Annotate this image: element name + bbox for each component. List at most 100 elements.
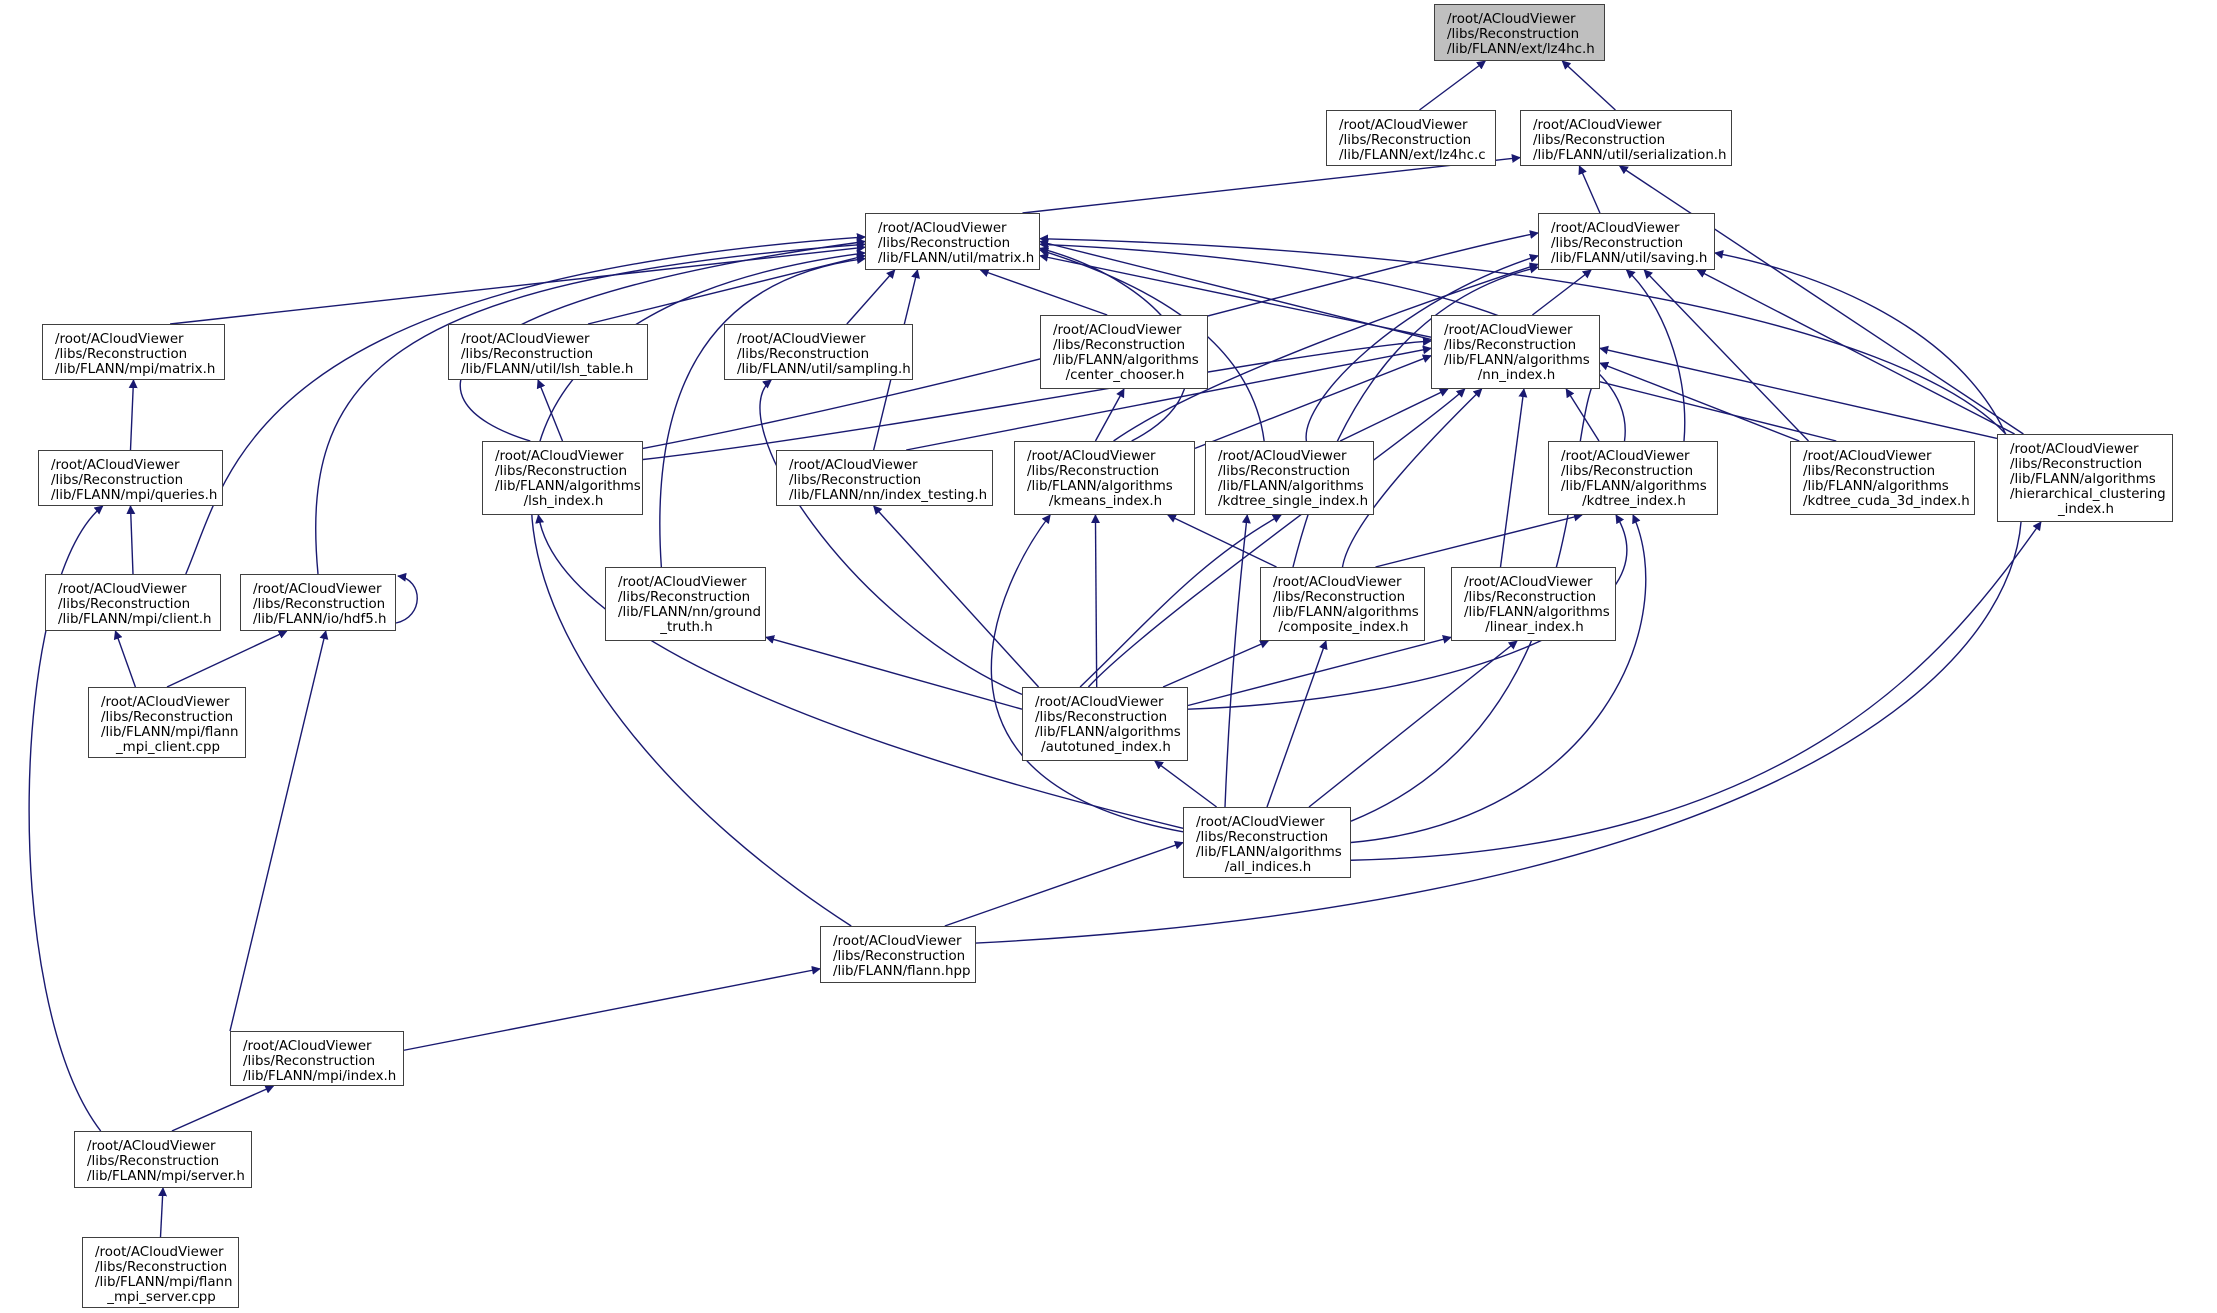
graph-node-flann-hpp[interactable]: /root/ACloudViewer/libs/Reconstruction/l…: [820, 926, 976, 983]
graph-node-kdtree-index-h[interactable]: /root/ACloudViewer/libs/Reconstruction/l…: [1548, 441, 1718, 515]
node-label-line: /lib/FLANN/nn/index_testing.h: [789, 488, 988, 503]
edge-flann-mpi-server-cpp-to-mpi-server-h: [158, 1187, 168, 1238]
node-label-line: /libs/Reconstruction: [51, 473, 184, 488]
graph-node-kdtree-single-index-h[interactable]: /root/ACloudViewer/libs/Reconstruction/l…: [1205, 441, 1374, 515]
node-label-line: /lib/FLANN/mpi/flann: [101, 725, 239, 740]
edge-flann-hpp-to-saving-h: [975, 250, 2023, 944]
edge-autotuned-index-h-to-index-testing-h: [873, 505, 1040, 688]
edge-kdtree-index-h-to-nn-index-h: [1565, 388, 1600, 442]
node-label-line: /root/ACloudViewer: [87, 1139, 216, 1154]
graph-node-index-testing-h[interactable]: /root/ACloudViewer/libs/Reconstruction/l…: [776, 450, 993, 506]
node-label-line: /root/ACloudViewer: [58, 582, 187, 597]
node-label-line: /libs/Reconstruction: [58, 597, 191, 612]
graph-node-center-chooser-h[interactable]: /root/ACloudViewer/libs/Reconstruction/l…: [1040, 315, 1208, 389]
graph-node-lz4hc-h[interactable]: /root/ACloudViewer/libs/Reconstruction/l…: [1434, 4, 1605, 61]
edge-all-indices-h-to-autotuned-index-h: [1154, 760, 1218, 808]
graph-node-lsh-index-h[interactable]: /root/ACloudViewer/libs/Reconstruction/l…: [482, 441, 643, 515]
edge-autotuned-index-h-to-kdtree-single-index-h: [1079, 514, 1282, 688]
edge-lsh-table-h-to-util-matrix-h: [587, 253, 866, 325]
graph-node-saving-h[interactable]: /root/ACloudViewer/libs/Reconstruction/l…: [1538, 213, 1715, 270]
node-label-line: /root/ACloudViewer: [101, 695, 230, 710]
edge-autotuned-index-h-to-kdtree-index-h: [1187, 514, 1628, 710]
graph-node-sampling-h[interactable]: /root/ACloudViewer/libs/Reconstruction/l…: [724, 324, 913, 380]
graph-node-kmeans-index-h[interactable]: /root/ACloudViewer/libs/Reconstruction/l…: [1014, 441, 1195, 515]
graph-node-kdtree-cuda-3d-index-h[interactable]: /root/ACloudViewer/libs/Reconstruction/l…: [1790, 441, 1975, 515]
edge-saving-h-to-serialization-h: [1578, 165, 1601, 214]
edge-nn-index-h-to-saving-h: [1531, 269, 1592, 316]
node-label-line: /lib/FLANN/algorithms: [1218, 479, 1364, 494]
edge-autotuned-index-h-to-ground-truth-h: [765, 635, 1023, 710]
graph-node-lz4hc-c[interactable]: /root/ACloudViewer/libs/Reconstruction/l…: [1326, 110, 1496, 166]
edge-kmeans-index-h-to-saving-h: [1113, 262, 1539, 442]
node-label-line: /root/ACloudViewer: [1533, 118, 1662, 133]
graph-node-serialization-h[interactable]: /root/ACloudViewer/libs/Reconstruction/l…: [1520, 110, 1732, 166]
edge-autotuned-index-h-to-nn-index-h: [1087, 388, 1466, 688]
node-label-line: _mpi_server.cpp: [107, 1290, 216, 1305]
graph-node-io-hdf5-h[interactable]: /root/ACloudViewer/libs/Reconstruction/l…: [240, 574, 396, 631]
edge-composite-index-h-to-kdtree-index-h: [1375, 512, 1583, 568]
node-label-line: /libs/Reconstruction: [243, 1054, 376, 1069]
edge-kdtree-index-h-to-saving-h: [1625, 269, 1686, 442]
graph-node-lsh-table-h[interactable]: /root/ACloudViewer/libs/Reconstruction/l…: [448, 324, 648, 380]
node-label-line: /composite_index.h: [1278, 620, 1409, 635]
node-label-line: /root/ACloudViewer: [2010, 442, 2139, 457]
node-label-line: /libs/Reconstruction: [1551, 236, 1684, 251]
node-label-line: /kdtree_index.h: [1582, 494, 1686, 509]
graph-node-ground-truth-h[interactable]: /root/ACloudViewer/libs/Reconstruction/l…: [605, 567, 766, 641]
node-label-line: /lib/FLANN/algorithms: [1035, 725, 1181, 740]
edge-mpi-index-h-to-flann-hpp: [403, 965, 821, 1051]
node-label-line: _index.h: [2057, 502, 2115, 517]
node-label-line: /libs/Reconstruction: [1339, 133, 1472, 148]
node-label-line: /libs/Reconstruction: [1464, 590, 1597, 605]
graph-node-linear-index-h[interactable]: /root/ACloudViewer/libs/Reconstruction/l…: [1451, 567, 1616, 641]
node-label-line: /lib/FLANN/algorithms: [2010, 472, 2156, 487]
node-label-line: /lib/FLANN/flann.hpp: [833, 964, 971, 979]
graph-node-hierarchical-clustering-index-h[interactable]: /root/ACloudViewer/libs/Reconstruction/l…: [1997, 434, 2173, 522]
edge-composite-index-h-to-nn-index-h: [1341, 388, 1483, 568]
edge-sampling-h-to-util-matrix-h: [846, 269, 896, 325]
graph-node-mpi-server-h[interactable]: /root/ACloudViewer/libs/Reconstruction/l…: [74, 1131, 252, 1188]
edge-hierarchical-clustering-index-h-to-saving-h: [1696, 269, 2015, 435]
edge-index-testing-h-to-nn-index-h: [906, 345, 1432, 451]
edge-kdtree-single-index-h-to-saving-h: [1305, 253, 1539, 442]
node-label-line: /lib/FLANN/mpi/matrix.h: [55, 362, 216, 377]
node-label-line: /center_chooser.h: [1065, 368, 1185, 383]
node-label-line: /libs/Reconstruction: [461, 347, 594, 362]
graph-node-nn-index-h[interactable]: /root/ACloudViewer/libs/Reconstruction/l…: [1431, 315, 1600, 389]
edge-io-hdf5-h-to-util-matrix-h: [315, 240, 866, 575]
graph-node-mpi-client-h[interactable]: /root/ACloudViewer/libs/Reconstruction/l…: [45, 574, 221, 631]
node-label-line: /root/ACloudViewer: [1561, 449, 1690, 464]
graph-node-all-indices-h[interactable]: /root/ACloudViewer/libs/Reconstruction/l…: [1183, 807, 1351, 878]
node-label-line: /libs/Reconstruction: [101, 710, 234, 725]
node-label-line: /kdtree_single_index.h: [1218, 494, 1369, 509]
graph-node-autotuned-index-h[interactable]: /root/ACloudViewer/libs/Reconstruction/l…: [1022, 687, 1188, 761]
node-label-line: /libs/Reconstruction: [1053, 338, 1186, 353]
graph-node-mpi-queries-h[interactable]: /root/ACloudViewer/libs/Reconstruction/l…: [38, 450, 223, 506]
edge-serialization-h-to-lz4hc-h: [1561, 60, 1616, 111]
graph-node-util-matrix-h[interactable]: /root/ACloudViewer/libs/Reconstruction/l…: [865, 213, 1040, 270]
edge-lz4hc-c-to-lz4hc-h: [1419, 60, 1487, 111]
graph-node-mpi-matrix-h[interactable]: /root/ACloudViewer/libs/Reconstruction/l…: [42, 324, 225, 380]
edge-mpi-server-h-to-mpi-index-h: [171, 1085, 275, 1132]
edge-hierarchical-clustering-index-h-to-serialization-h: [1618, 165, 2024, 435]
graph-node-mpi-index-h[interactable]: /root/ACloudViewer/libs/Reconstruction/l…: [230, 1031, 404, 1086]
edge-flann-hpp-to-all-indices-h: [944, 840, 1184, 927]
graph-node-flann-mpi-server-cpp[interactable]: /root/ACloudViewer/libs/Reconstruction/l…: [82, 1237, 239, 1308]
node-label-line: /root/ACloudViewer: [243, 1039, 372, 1054]
node-label-line: /root/ACloudViewer: [789, 458, 918, 473]
node-label-line: /libs/Reconstruction: [789, 473, 922, 488]
node-label-line: /libs/Reconstruction: [253, 597, 386, 612]
node-label-line: /lib/FLANN/mpi/queries.h: [51, 488, 218, 503]
node-label-line: /lib/FLANN/ext/lz4hc.h: [1447, 42, 1595, 57]
graph-node-composite-index-h[interactable]: /root/ACloudViewer/libs/Reconstruction/l…: [1260, 567, 1425, 641]
node-label-line: /libs/Reconstruction: [87, 1154, 220, 1169]
node-label-line: /root/ACloudViewer: [1551, 221, 1680, 236]
node-label-line: /root/ACloudViewer: [495, 449, 624, 464]
node-label-line: _mpi_client.cpp: [115, 740, 221, 755]
node-label-line: /hierarchical_clustering: [2010, 487, 2166, 502]
node-label-line: /lib/FLANN/algorithms: [495, 479, 641, 494]
node-label-line: /libs/Reconstruction: [1447, 27, 1580, 42]
graph-node-flann-mpi-client-cpp[interactable]: /root/ACloudViewer/libs/Reconstruction/l…: [88, 687, 246, 758]
edge-kdtree-single-index-h-to-nn-index-h: [1339, 388, 1449, 442]
edge-lsh-index-h-to-lsh-table-h: [536, 379, 564, 442]
